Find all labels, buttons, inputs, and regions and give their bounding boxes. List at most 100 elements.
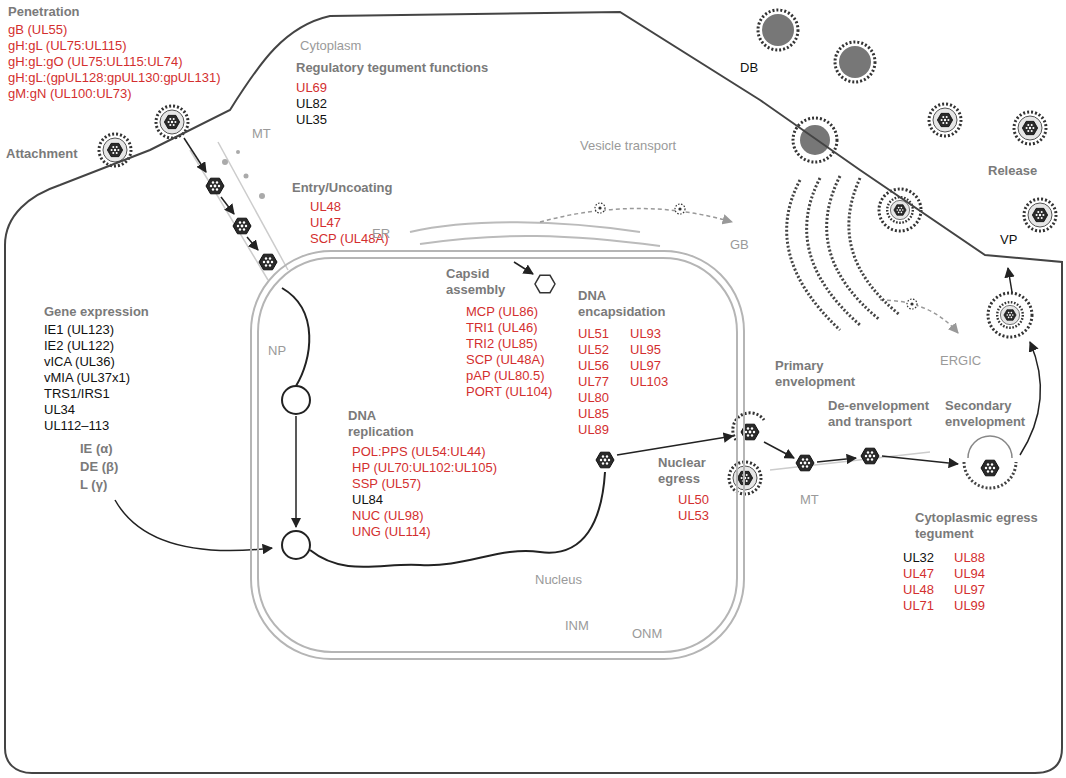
viral-gene-label: UL88	[954, 550, 985, 566]
envelopment-path	[729, 462, 761, 494]
envelopment-path	[817, 458, 856, 462]
viral-gene-label: UL50	[678, 492, 709, 508]
inner-nuclear-membrane	[258, 258, 737, 652]
stage-heading: Release	[988, 163, 1037, 179]
secretory-vesicles	[879, 189, 921, 231]
vesicle-transport	[595, 203, 605, 213]
gene-label: vMIA (UL37x1)	[44, 370, 130, 386]
stage-heading: L (γ)	[80, 477, 107, 493]
viral-gene-label: HP (UL70:UL102:UL105)	[352, 460, 497, 476]
envelopment-path	[764, 442, 794, 458]
viral-gene-label: UL53	[678, 508, 709, 524]
dna-replication	[282, 386, 310, 414]
dna-replication	[282, 288, 309, 386]
viral-gene-label: gH:gL:gO (UL75:UL115:UL74)	[8, 54, 183, 70]
gene-label: UL32	[903, 550, 934, 566]
stage-heading: Nuclear egress	[658, 455, 728, 487]
microtubule-ray	[190, 142, 288, 280]
attaching-virions	[99, 106, 188, 166]
viral-gene-label: UL47	[903, 566, 934, 582]
viral-gene-label: MCP (UL86)	[466, 304, 538, 320]
released-particles	[929, 104, 961, 136]
tegument-dots	[222, 150, 265, 199]
stage-heading: DNA replication	[348, 408, 433, 440]
viral-gene-label: TRI1 (UL46)	[466, 320, 538, 336]
entry-path	[259, 254, 277, 270]
released-particles	[1014, 112, 1046, 144]
envelopment-path	[981, 460, 999, 476]
stage-heading: Secondary envelopment	[945, 398, 1040, 430]
stage-heading: Gene expression	[44, 304, 149, 320]
structure-label: ERGIC	[940, 353, 981, 369]
viral-gene-label: PORT (UL104)	[466, 384, 552, 400]
viral-gene-label: UL94	[954, 566, 985, 582]
dna-replication	[295, 416, 297, 527]
vesicle-transport	[880, 300, 958, 333]
viral-gene-label: gM:gN (UL100:UL73)	[8, 86, 132, 102]
viral-gene-label: UL77	[578, 374, 609, 390]
gene-label: UL112–113	[44, 418, 109, 434]
dna-replication	[282, 288, 605, 567]
gene-label: IE2 (UL122)	[44, 338, 114, 354]
released-particles	[758, 10, 798, 50]
tegument-dots	[244, 174, 249, 179]
capsid-assembly	[514, 262, 733, 468]
stage-heading: Attachment	[6, 146, 78, 162]
viral-gene-label: POL:PPS (UL54:UL44)	[352, 444, 486, 460]
stage-heading: Primary envelopment	[775, 358, 870, 390]
viral-gene-label: UL97	[954, 582, 985, 598]
viral-gene-label: gB (UL55)	[8, 22, 67, 38]
vesicle-transport	[907, 299, 917, 309]
stage-heading: Regulatory tegument functions	[296, 60, 488, 76]
secretory-vesicles	[800, 125, 830, 155]
secretory-vesicles	[997, 302, 1023, 328]
tegument-dots	[236, 150, 240, 154]
golgi-stack	[807, 178, 860, 325]
released-particles	[835, 42, 875, 82]
microtubule-ray	[190, 150, 268, 280]
structure-label: NP	[268, 343, 286, 359]
viral-gene-label: UL80	[578, 390, 609, 406]
viral-gene-label: UL99	[954, 598, 985, 614]
envelopment-path	[770, 452, 930, 470]
secretory-vesicles	[988, 293, 1032, 337]
structure-label: INM	[565, 618, 589, 634]
gene-label: DB	[740, 60, 758, 76]
vesicle-transport	[540, 209, 732, 223]
viral-gene-label: pAP (UL80.5)	[466, 368, 545, 384]
capsid-assembly	[535, 275, 555, 292]
gene-label: vICA (UL36)	[44, 354, 115, 370]
tegument-dots	[222, 159, 228, 165]
cell-membrane	[5, 12, 1062, 773]
stage-heading: DNA encapsidation	[578, 288, 678, 320]
viral-gene-label: UL56	[578, 358, 609, 374]
stage-heading: IE (α)	[80, 441, 113, 457]
secretory-vesicles	[887, 197, 913, 223]
viral-gene-label: gH:gL:(gpUL128:gpUL130:gpUL131)	[8, 70, 221, 86]
viral-gene-label: NUC (UL98)	[352, 508, 424, 524]
secretory-vesicles	[1008, 268, 1012, 292]
viral-gene-label: UL95	[630, 342, 661, 358]
viral-gene-label: UL48	[903, 582, 934, 598]
viral-gene-label: UNG (UL114)	[352, 524, 431, 540]
attaching-virions	[99, 134, 131, 166]
entry-path	[206, 178, 224, 194]
envelopment-path	[729, 342, 1040, 494]
released-particles	[1024, 199, 1056, 231]
viral-gene-label: TRI2 (UL85)	[466, 336, 538, 352]
compartment-label: Nucleus	[535, 572, 582, 588]
endoplasmic-reticulum	[410, 222, 660, 246]
released-particles	[758, 10, 1056, 231]
entry-path	[233, 218, 251, 234]
gene-label: UL84	[352, 492, 383, 508]
gene-label: UL82	[296, 96, 327, 112]
entry-path	[247, 237, 258, 250]
structure-label: GB	[730, 237, 749, 253]
entry-path	[184, 138, 206, 172]
gene-label: TRS1/IRS1	[44, 386, 110, 402]
gene-expression-arrow	[115, 500, 272, 551]
capsid-assembly	[514, 262, 533, 274]
viral-gene-label: UL85	[578, 406, 609, 422]
